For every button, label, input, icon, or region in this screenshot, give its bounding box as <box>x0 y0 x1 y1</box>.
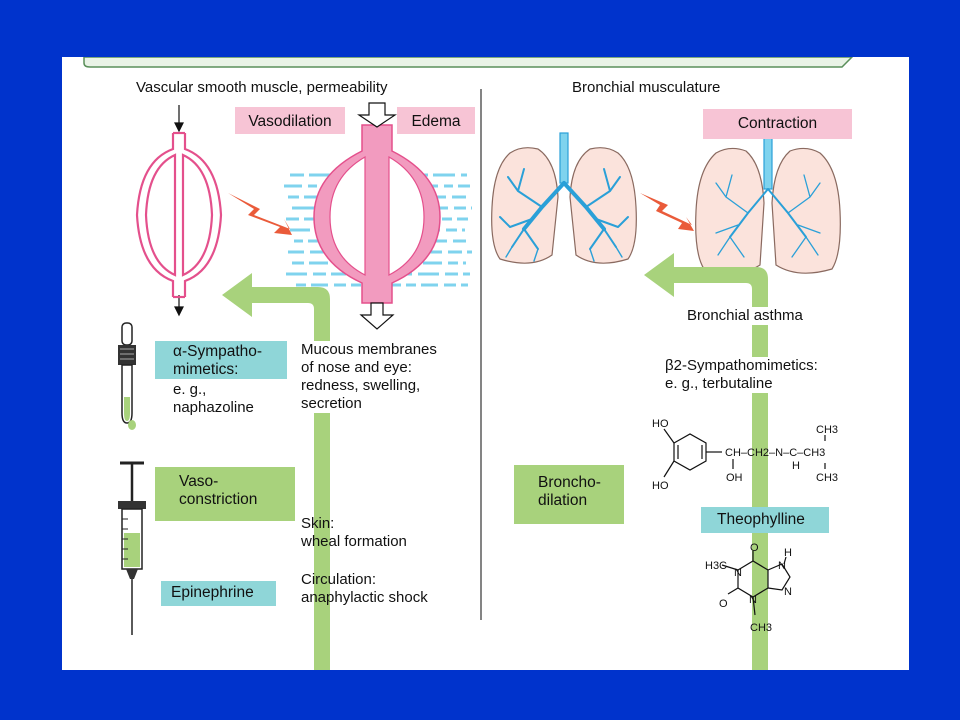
contraction-label: Contraction <box>703 109 852 139</box>
theophylline-n9: N <box>784 586 792 598</box>
terbutaline-chain: CH–CH2–N–C–CH3 <box>725 447 825 459</box>
terbutaline-oh: OH <box>726 472 743 484</box>
alpha-sympathomimetics-label: α-Sympatho- mimetics: <box>155 341 287 379</box>
epinephrine-label: Epinephrine <box>161 581 276 606</box>
theophylline-n7: N <box>778 560 786 572</box>
syringe <box>118 461 146 635</box>
lightning-left <box>228 193 292 235</box>
dilated-vessel <box>313 124 441 304</box>
terbutaline-ho-top: HO <box>652 418 669 430</box>
lungs-contracted <box>695 136 841 274</box>
edema-label: Edema <box>397 107 475 134</box>
terbutaline-ho-bottom: HO <box>652 480 669 492</box>
terbutaline-ch3-top: CH3 <box>816 424 838 436</box>
skin-text: Skin: wheal formation <box>301 515 407 550</box>
diagram-graphics: HO HO CH–CH2–N–C–CH3 OH H CH3 CH3 H3C N … <box>83 57 854 670</box>
lungs-relaxed <box>491 132 637 264</box>
theophylline-o-top: O <box>750 542 759 554</box>
theophylline-h: H <box>784 547 792 559</box>
figure-panel: HO HO CH–CH2–N–C–CH3 OH H CH3 CH3 H3C N … <box>62 57 909 670</box>
hollow-arrow-in <box>357 102 397 128</box>
beta2-sympathomimetics-text: β2-Sympathomimetics: e. g., terbutaline <box>665 357 818 393</box>
mucous-membranes-text: Mucous membranes of nose and eye: rednes… <box>301 341 437 413</box>
lightning-right <box>640 193 694 231</box>
eye-dropper <box>118 322 136 430</box>
theophylline-n1: N <box>734 567 742 579</box>
green-pathway-arrow-left <box>222 273 330 670</box>
theophylline-o-left: O <box>719 598 728 610</box>
terbutaline-structure <box>663 428 826 478</box>
green-pathway-arrow-right <box>644 253 768 670</box>
hollow-arrow-out <box>359 302 395 330</box>
thin-arrow-down-top <box>174 105 184 133</box>
bronchodilation-label: Broncho- dilation <box>514 465 624 524</box>
terbutaline-ch3-bottom: CH3 <box>816 472 838 484</box>
bronchial-header: Bronchial musculature <box>572 79 721 96</box>
circulation-text: Circulation: anaphylactic shock <box>301 571 428 606</box>
alpha-example-text: e. g., naphazoline <box>173 381 254 416</box>
vasoconstriction-label: Vaso- constriction <box>155 467 295 521</box>
vasodilation-label: Vasodilation <box>235 107 345 134</box>
theophylline-structure <box>721 551 791 616</box>
vascular-header: Vascular smooth muscle, permeability <box>136 79 388 96</box>
constricted-vessel <box>135 131 223 299</box>
theophylline-h3c: H3C <box>705 560 727 572</box>
theophylline-ch3: CH3 <box>750 622 772 634</box>
terbutaline-h: H <box>792 460 800 472</box>
bronchial-asthma-text: Bronchial asthma <box>687 307 803 325</box>
header-tab <box>83 57 854 68</box>
theophylline-n3: N <box>749 594 757 606</box>
theophylline-label: Theophylline <box>701 507 829 533</box>
